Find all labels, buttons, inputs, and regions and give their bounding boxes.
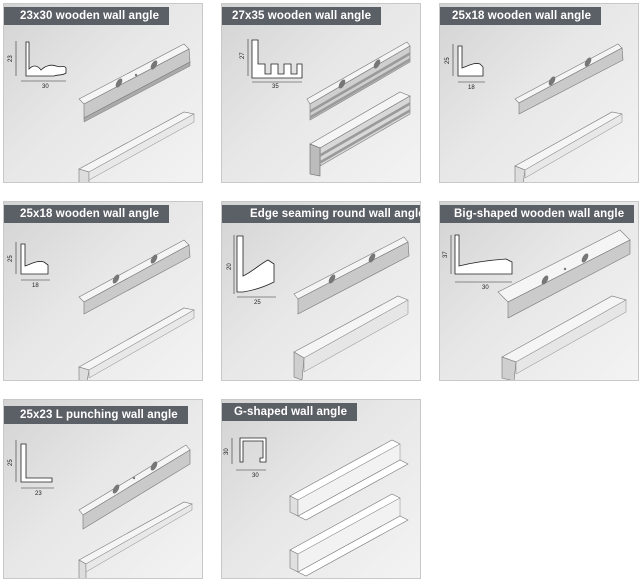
product-card[interactable]: 27x35 wooden wall angle 27 35 <box>221 3 421 183</box>
dim-width: 23 <box>35 491 42 497</box>
angle-strip-top <box>78 444 191 530</box>
product-card[interactable]: G-shaped wall angle 30 30 <box>221 399 421 579</box>
cross-section-profile <box>231 437 267 471</box>
product-card[interactable]: Edge seaming round wall angle 20 25 <box>221 201 421 381</box>
cross-section-profile <box>15 242 50 281</box>
product-illustration: 25 18 <box>445 43 624 182</box>
dim-width: 25 <box>254 300 261 306</box>
product-title: 25x18 wooden wall angle <box>4 205 170 223</box>
product-title: G-shaped wall angle <box>222 403 358 421</box>
product-card[interactable]: 25x18 wooden wall angle 25 18 <box>439 3 639 183</box>
dim-width: 18 <box>468 85 475 91</box>
dim-height: 25 <box>445 57 451 64</box>
cross-section-profile <box>233 235 276 298</box>
product-title: Edge seaming round wall angle <box>222 205 420 223</box>
angle-strip-bottom <box>289 493 409 577</box>
product-illustration: 37 30 <box>443 229 631 380</box>
angle-strip-top <box>78 43 191 123</box>
angle-strip-bottom <box>514 111 623 182</box>
dim-height: 37 <box>443 251 449 258</box>
product-card[interactable]: 23x30 wooden wall angle 23 30 <box>3 3 203 183</box>
product-card[interactable]: 25x18 wooden wall angle 25 18 <box>3 201 203 381</box>
dim-width: 18 <box>32 283 39 289</box>
cross-section-profile <box>247 39 303 83</box>
angle-strip-bottom <box>78 307 195 380</box>
dim-height: 25 <box>8 255 14 262</box>
angle-strip-bottom <box>501 295 627 380</box>
product-title: Big-shaped wooden wall angle <box>440 205 635 223</box>
dim-width: 35 <box>272 84 279 90</box>
angle-strip-bottom <box>78 501 193 578</box>
angle-strip-top <box>293 236 410 315</box>
dim-height: 25 <box>8 459 14 466</box>
angle-strip-top <box>306 41 411 121</box>
product-title: 25x18 wooden wall angle <box>440 7 602 25</box>
dim-height: 23 <box>8 55 14 62</box>
angle-strip-bottom <box>78 111 195 182</box>
product-illustration: 30 30 <box>224 437 409 577</box>
dim-width: 30 <box>252 473 259 479</box>
angle-strip-top <box>78 239 191 315</box>
angle-strip-top <box>289 439 409 521</box>
cross-section-profile <box>15 41 67 82</box>
product-illustration: 20 25 <box>227 235 410 380</box>
dim-width: 30 <box>482 285 489 291</box>
dim-height: 27 <box>240 52 246 59</box>
product-illustration: 25 18 <box>8 239 195 380</box>
product-card[interactable]: Big-shaped wooden wall angle 37 30 <box>439 201 639 381</box>
product-title: 23x30 wooden wall angle <box>4 7 170 25</box>
product-illustration: 25 23 <box>8 440 193 578</box>
cross-section-profile <box>15 440 54 489</box>
dim-height: 30 <box>224 448 230 455</box>
angle-strip-bottom <box>293 295 409 380</box>
product-title: 27x35 wooden wall angle <box>222 7 382 25</box>
product-illustration: 27 35 <box>240 39 411 177</box>
cross-section-profile <box>450 234 513 283</box>
angle-strip-top <box>497 229 631 319</box>
product-title: 25x23 L punching wall angle <box>4 406 188 424</box>
angle-strip-bottom <box>309 91 411 177</box>
product-illustration: 23 30 <box>8 41 195 182</box>
product-card[interactable]: 25x23 L punching wall angle 25 23 <box>3 399 203 579</box>
dim-height: 20 <box>227 263 233 270</box>
angle-strip-top <box>514 43 624 115</box>
dim-width: 30 <box>42 84 49 90</box>
cross-section-profile <box>452 44 485 83</box>
